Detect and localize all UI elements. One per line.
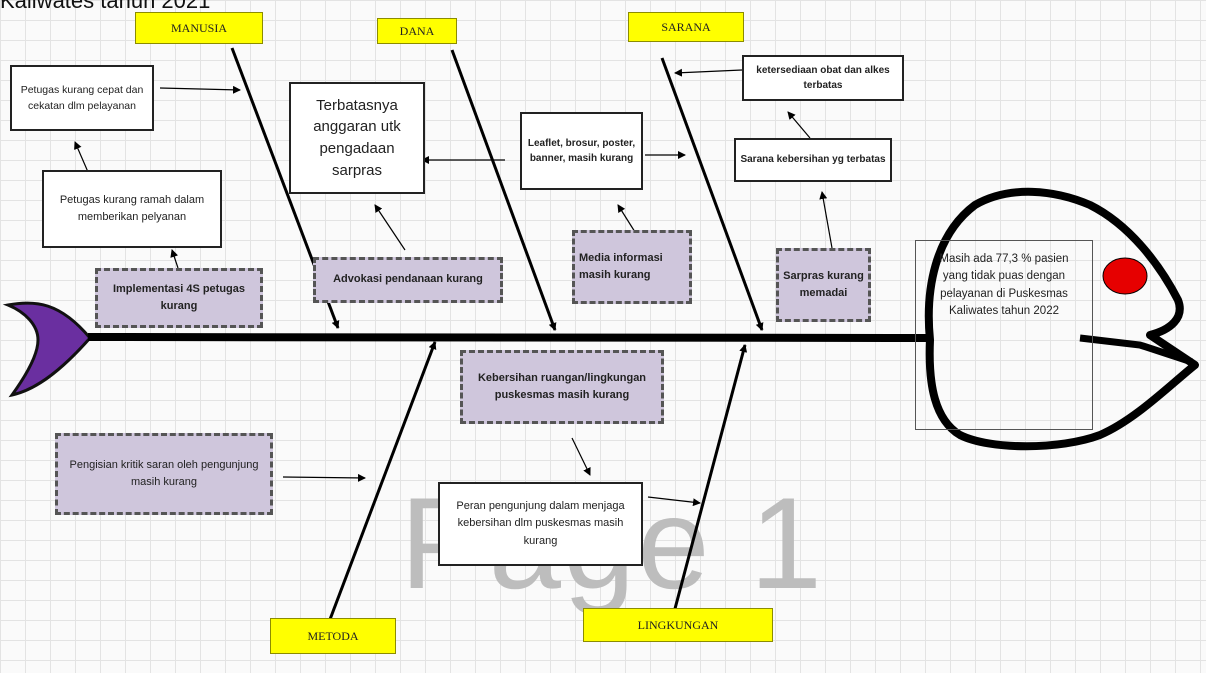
fish-mouth <box>1079 334 1194 366</box>
cause-ketersediaan-obat: ketersediaan obat dan alkes terbatas <box>742 55 904 101</box>
category-dana: DANA <box>377 18 457 44</box>
rib-lingkungan <box>670 344 748 621</box>
cause-petugas-ramah: Petugas kurang ramah dalam memberikan pe… <box>42 170 222 248</box>
category-sarana: SARANA <box>628 12 744 42</box>
fish-head <box>924 187 1199 451</box>
fish-eye <box>1102 257 1148 295</box>
cause-anggaran: Terbatasnya anggaran utk pengadaan sarpr… <box>289 82 425 194</box>
page-title: Kaliwates tahun 2021 <box>0 0 211 13</box>
problem-statement: Masih ada 77,3 % pasien yang tidak puas … <box>915 240 1093 430</box>
rib-metoda <box>324 341 437 631</box>
cause-advokasi-pendanaan: Advokasi pendanaan kurang <box>313 257 503 303</box>
spine-line <box>87 333 933 342</box>
cause-sarana-kebersihan: Sarana kebersihan yg terbatas <box>734 138 892 182</box>
cause-kritik-saran: Pengisian kritik saran oleh pengunjung m… <box>55 433 273 515</box>
cause-sarpras: Sarpras kurang memadai <box>776 248 871 322</box>
cause-leaflet: Leaflet, brosur, poster, banner, masih k… <box>520 112 643 190</box>
cause-media-informasi: Media informasi masih kurang <box>572 230 692 304</box>
rib-dana <box>450 49 557 331</box>
cause-implementasi-4s: Implementasi 4S petugas kurang <box>95 268 263 328</box>
cause-kebersihan-ruangan: Kebersihan ruangan/lingkungan puskesmas … <box>460 350 664 424</box>
category-manusia: MANUSIA <box>135 12 263 44</box>
cause-peran-pengunjung: Peran pengunjung dalam menjaga kebersiha… <box>438 482 643 566</box>
cause-petugas-cepat: Petugas kurang cepat dan cekatan dlm pel… <box>10 65 154 131</box>
fish-tail <box>2 301 92 398</box>
rib-sarana <box>660 57 764 331</box>
category-lingkungan: LINGKUNGAN <box>583 608 773 642</box>
category-metoda: METODA <box>270 618 396 654</box>
